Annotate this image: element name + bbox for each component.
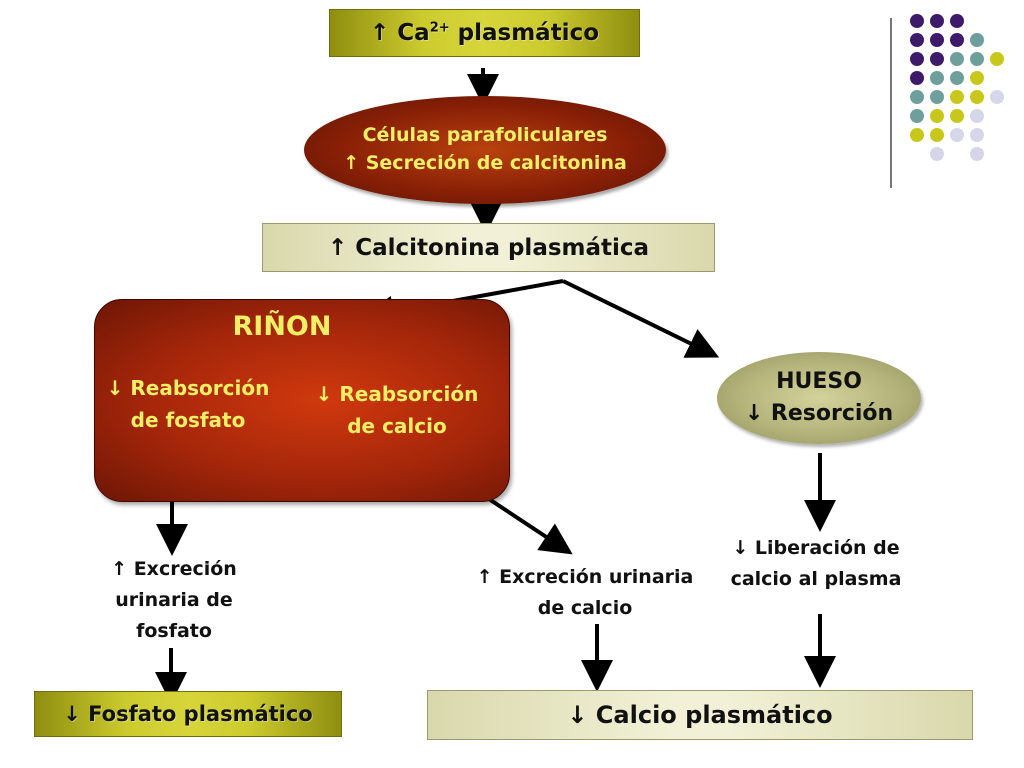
hueso-subtitle: ↓ Resorción xyxy=(744,401,894,426)
fosfato-plasmatico-box: ↓ Fosfato plasmático xyxy=(34,691,342,737)
decorative-dot xyxy=(970,128,984,142)
decorative-dot xyxy=(910,71,924,85)
rinon-title: RIÑON xyxy=(232,311,332,342)
decorative-dot xyxy=(930,128,944,142)
decorative-dot xyxy=(950,33,964,47)
fosfato-plasmatico-label: ↓ Fosfato plasmático xyxy=(63,702,313,726)
decorative-dot xyxy=(990,90,1004,104)
decorative-dot xyxy=(930,14,944,28)
decorative-dot xyxy=(950,109,964,123)
decorative-dot xyxy=(970,109,984,123)
calcitonina-label: ↑ Calcitonina plasmática xyxy=(327,234,650,261)
decorative-dot xyxy=(930,90,944,104)
arrow-calcitonina-to-hueso xyxy=(562,279,720,358)
decorative-dot xyxy=(970,71,984,85)
decorative-dot xyxy=(950,128,964,142)
celulas-line2: ↑ Secreción de calcitonina xyxy=(343,152,627,174)
decorative-dot xyxy=(970,90,984,104)
decorative-dot xyxy=(990,52,1004,66)
liberacion-calcio-text: ↓ Liberación de calcio al plasma xyxy=(730,537,902,590)
decorative-dot xyxy=(930,109,944,123)
decorative-dot xyxy=(950,14,964,28)
rinon-calcio-text: ↓ Reabsorción de calcio xyxy=(315,382,479,438)
decorative-dot xyxy=(910,52,924,66)
decorative-dot xyxy=(970,147,984,161)
excrecion-calcio-text: ↑ Excreción urinaria de calcio xyxy=(476,566,694,619)
decorative-dot xyxy=(930,33,944,47)
calcio-plasmatico-label: ↓ Calcio plasmático xyxy=(567,701,833,729)
decorative-dot xyxy=(970,52,984,66)
hueso-title: HUESO xyxy=(776,369,862,395)
decorative-dot xyxy=(930,52,944,66)
calcitonina-plasmatica-box: ↑ Calcitonina plasmática xyxy=(262,223,715,272)
celulas-line1: Células parafoliculares xyxy=(362,124,608,147)
decorative-vertical-rule xyxy=(890,18,892,188)
decorative-dot xyxy=(910,33,924,47)
rinon-fosfato-text: ↓ Reabsorción de fosfato xyxy=(106,376,270,432)
calcio-plasmatico-box: ↓ Calcio plasmático xyxy=(427,690,973,740)
decorative-dot xyxy=(910,109,924,123)
decorative-dot xyxy=(930,71,944,85)
decorative-dot xyxy=(950,71,964,85)
decorative-dot-grid xyxy=(910,14,1010,174)
decorative-dot xyxy=(950,90,964,104)
rinon-box xyxy=(94,299,510,502)
decorative-dot xyxy=(910,90,924,104)
excrecion-fosfato-text: ↑ Excreción urinaria de fosfato xyxy=(111,558,237,642)
decorative-dot xyxy=(910,128,924,142)
hueso-ellipse: HUESO ↓ Resorción xyxy=(717,352,921,444)
ca-plasmatico-label: ↑ Ca2+ plasmático xyxy=(369,20,600,46)
decorative-dot xyxy=(910,14,924,28)
decorative-dot xyxy=(950,52,964,66)
decorative-dot xyxy=(970,33,984,47)
ca-plasmatico-box: ↑ Ca2+ plasmático xyxy=(329,9,640,57)
celulas-parafoliculares-ellipse: Células parafoliculares ↑ Secreción de c… xyxy=(304,96,666,204)
decorative-dot xyxy=(930,147,944,161)
